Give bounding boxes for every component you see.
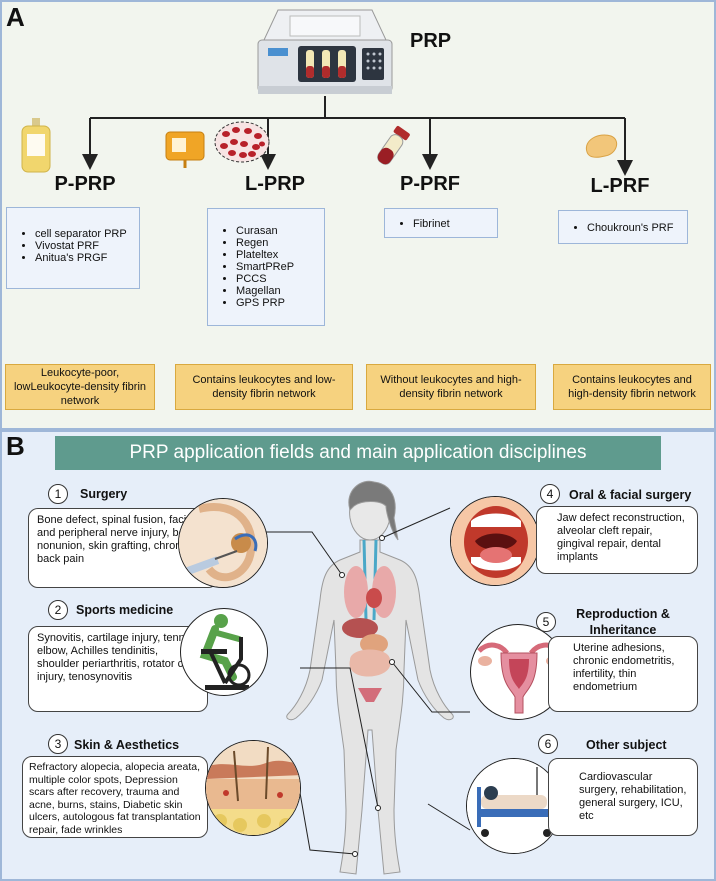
- category-title-p-prf: P-PRF: [400, 173, 460, 195]
- blood-tube-icon: [377, 125, 410, 165]
- field-title-other-subject: Other subject: [586, 738, 667, 752]
- category-title-l-prf: L-PRF: [590, 175, 650, 197]
- field-description-skin-aesthetics: Refractory alopecia, alopecia areata, mu…: [22, 756, 208, 838]
- skin-layers-illustration: [205, 740, 301, 836]
- field-number-badge: 1: [48, 484, 68, 504]
- field-description-oral-facial-surgery: Jaw defect reconstruction, alveolar clef…: [536, 506, 698, 574]
- list-item: Plateltex: [236, 249, 324, 261]
- panel-b-label: B: [6, 431, 25, 461]
- exercise-bike-illustration: [180, 608, 268, 696]
- ear-injection-illustration: [178, 498, 268, 588]
- ear-injection-icon: [179, 499, 267, 587]
- list-item: Anitua's PRGF: [35, 252, 139, 264]
- category-title-p-prp: P-PRP: [54, 173, 116, 195]
- open-mouth-illustration: [450, 496, 540, 586]
- category-title-l-prp: L-PRP: [245, 173, 305, 195]
- category-list-l-prp: Curasan Regen Plateltex SmartPReP PCCS M…: [207, 208, 325, 326]
- list-item: Fibrinet: [413, 218, 497, 230]
- list-item: GPS PRP: [236, 297, 324, 309]
- field-description-sports-medicine: Synovitis, cartilage injury, tennis elbo…: [28, 626, 208, 712]
- section-banner: PRP application fields and main applicat…: [55, 436, 661, 470]
- field-number-badge: 2: [48, 600, 68, 620]
- field-title-skin-aesthetics: Skin & Aesthetics: [74, 738, 180, 752]
- category-description-l-prf: Contains leukocytes and high-density fib…: [553, 364, 711, 410]
- tree-connectors: [82, 96, 633, 176]
- field-title-reproduction-inheritance: Reproduction & Inheritance: [576, 607, 670, 637]
- field-description-reproduction-inheritance: Uterine adhesions, chronic endometritis,…: [548, 636, 698, 712]
- category-list-p-prf: Fibrinet: [384, 208, 498, 238]
- centrifuge-icon: [257, 9, 393, 94]
- exercise-bike-icon: [199, 614, 251, 690]
- field-number-badge: 5: [536, 612, 556, 632]
- fibrin-clot-icon: [585, 134, 618, 158]
- field-title-sports-medicine: Sports medicine: [76, 603, 174, 617]
- list-item: PCCS: [236, 273, 324, 285]
- category-description-l-prp: Contains leukocytes and low-density fibr…: [175, 364, 353, 410]
- list-item: Vivostat PRF: [35, 240, 139, 252]
- field-description-other-subject: Cardiovascular surgery, rehabilitation, …: [548, 758, 698, 836]
- blood-cells-icon: [214, 121, 270, 163]
- skin-layers-icon: [206, 741, 300, 835]
- category-list-l-prf: Choukroun's PRF: [558, 210, 688, 244]
- list-item: Choukroun's PRF: [587, 222, 687, 234]
- panel-a-label: A: [6, 2, 25, 32]
- category-description-p-prp: Leukocyte-poor, lowLeukocyte-density fib…: [5, 364, 155, 410]
- centrifuge-label: PRP: [410, 30, 452, 52]
- list-item: cell separator PRP: [35, 228, 139, 240]
- category-list-p-prp: cell separator PRP Vivostat PRF Anitua's…: [6, 207, 140, 289]
- list-item: Magellan: [236, 285, 324, 297]
- human-body-icon: [286, 480, 454, 875]
- list-item: SmartPReP: [236, 261, 324, 273]
- plasma-bag-icon: [165, 131, 205, 168]
- hospital-bed-icon: [467, 759, 561, 853]
- body-connectors: [264, 507, 471, 857]
- field-title-oral-facial-surgery: Oral & facial surgery: [569, 488, 692, 502]
- field-number-badge: 6: [538, 734, 558, 754]
- list-item: Curasan: [236, 225, 324, 237]
- list-item: Regen: [236, 237, 324, 249]
- field-title-surgery: Surgery: [80, 487, 128, 501]
- plasma-bag-icon: [21, 118, 51, 173]
- open-mouth-icon: [451, 497, 539, 585]
- hospital-bed-illustration: [466, 758, 562, 854]
- category-description-p-prf: Without leukocytes and high-density fibr…: [366, 364, 536, 410]
- field-number-badge: 3: [48, 734, 68, 754]
- field-number-badge: 4: [540, 484, 560, 504]
